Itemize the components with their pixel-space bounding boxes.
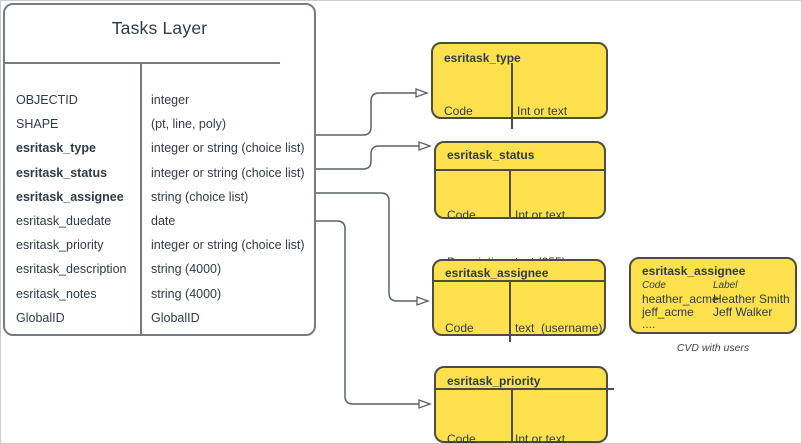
domain-box-esritask-type: esritask_type Code Description Int or te…	[431, 42, 608, 165]
cvd-col-header-label: Label	[713, 280, 738, 291]
domain-type: Int or text	[515, 208, 566, 222]
domain-box-esritask-priority: esritask_priority Code Description Int o…	[434, 366, 614, 444]
column-divider	[140, 62, 142, 334]
cvd-users-box: esritask_assignee Code Label heather_acm…	[629, 257, 797, 334]
domain-title: esritask_assignee	[445, 266, 549, 280]
domain-field: Code	[444, 104, 473, 118]
domain-type: Int or text	[515, 432, 566, 444]
field-type: string (choice list)	[151, 189, 249, 204]
cvd-title: esritask_assignee	[642, 264, 746, 278]
domain-box-esritask-status: esritask_status Code Description Int or …	[434, 141, 606, 269]
field-name: esritask_description	[16, 262, 127, 277]
field-type: string (4000)	[151, 286, 222, 301]
field-type: integer	[151, 93, 190, 108]
table-row: esritask_type integer or string (choice …	[5, 136, 314, 160]
cvd-col-header-code: Code	[642, 280, 666, 291]
cvd-label: Jeff Walker	[713, 305, 773, 319]
table-row: esritask_priority integer or string (cho…	[5, 233, 314, 257]
field-type: integer or string (choice list)	[151, 141, 305, 156]
domain-type: text (username)	[515, 321, 603, 335]
table-row: esritask_notes string (4000)	[5, 282, 314, 306]
domain-title: esritask_priority	[447, 374, 541, 388]
cvd-more: ....	[642, 317, 656, 331]
domain-header-divider	[436, 169, 604, 171]
field-name: GlobalID	[16, 310, 65, 325]
field-type: integer or string (choice list)	[151, 165, 305, 180]
title-divider	[5, 62, 280, 64]
cvd-label: Heather Smith	[713, 292, 790, 306]
table-row: esritask_assignee string (choice list)	[5, 185, 314, 209]
field-type: GlobalID	[151, 310, 200, 325]
table-row: OBJECTID integer	[5, 88, 314, 112]
domain-field: Code	[447, 432, 476, 444]
field-type: date	[151, 214, 176, 229]
field-name: esritask_type	[16, 141, 96, 156]
field-name: esritask_assignee	[16, 189, 124, 204]
field-name: SHAPE	[16, 117, 59, 132]
cvd-code: heather_acme	[642, 292, 719, 306]
domain-column-divider	[511, 63, 513, 129]
connector-esritask-assignee	[314, 192, 430, 306]
field-type: (pt, line, poly)	[151, 117, 227, 132]
domain-column-divider	[509, 171, 511, 217]
cvd-code: jeff_acme	[642, 305, 694, 319]
domain-column-divider	[511, 390, 513, 441]
domain-fields: Code Description	[447, 401, 507, 444]
field-name: esritask_priority	[16, 238, 104, 253]
connector-esritask-priority	[314, 220, 432, 409]
domain-header-divider	[436, 388, 614, 390]
table-row: esritask_description string (4000)	[5, 257, 314, 281]
tasks-layer-title: Tasks Layer	[111, 18, 208, 38]
domain-title: esritask_type	[444, 51, 521, 65]
domain-types: Int or text text (255)	[515, 401, 566, 444]
domain-title: esritask_status	[447, 148, 535, 162]
domain-field: Code	[445, 321, 474, 335]
field-name: esritask_status	[16, 165, 108, 180]
table-row: esritask_duedate date	[5, 209, 314, 233]
domain-field: Code	[447, 208, 476, 222]
domain-column-divider	[509, 282, 511, 342]
table-row: SHAPE (pt, line, poly)	[5, 112, 314, 136]
table-row: esritask_status integer or string (choic…	[5, 161, 314, 185]
domain-box-esritask-assignee: esritask_assignee Code Description text …	[432, 259, 606, 382]
connector-esritask-status	[314, 141, 432, 170]
cvd-caption: CVD with users	[676, 342, 750, 354]
field-name: esritask_duedate	[16, 214, 112, 229]
field-name: esritask_notes	[16, 286, 97, 301]
field-type: string (4000)	[151, 262, 222, 277]
field-list: OBJECTID integer SHAPE (pt, line, poly) …	[5, 88, 314, 330]
tasks-layer-table: Tasks Layer OBJECTID integer SHAPE (pt, …	[3, 3, 316, 336]
domain-type: Int or text	[517, 104, 568, 118]
domain-header-divider	[434, 280, 604, 282]
table-row: GlobalID GlobalID	[5, 306, 314, 330]
field-type: integer or string (choice list)	[151, 238, 305, 253]
field-name: OBJECTID	[16, 93, 78, 108]
connector-esritask-type	[314, 88, 429, 136]
